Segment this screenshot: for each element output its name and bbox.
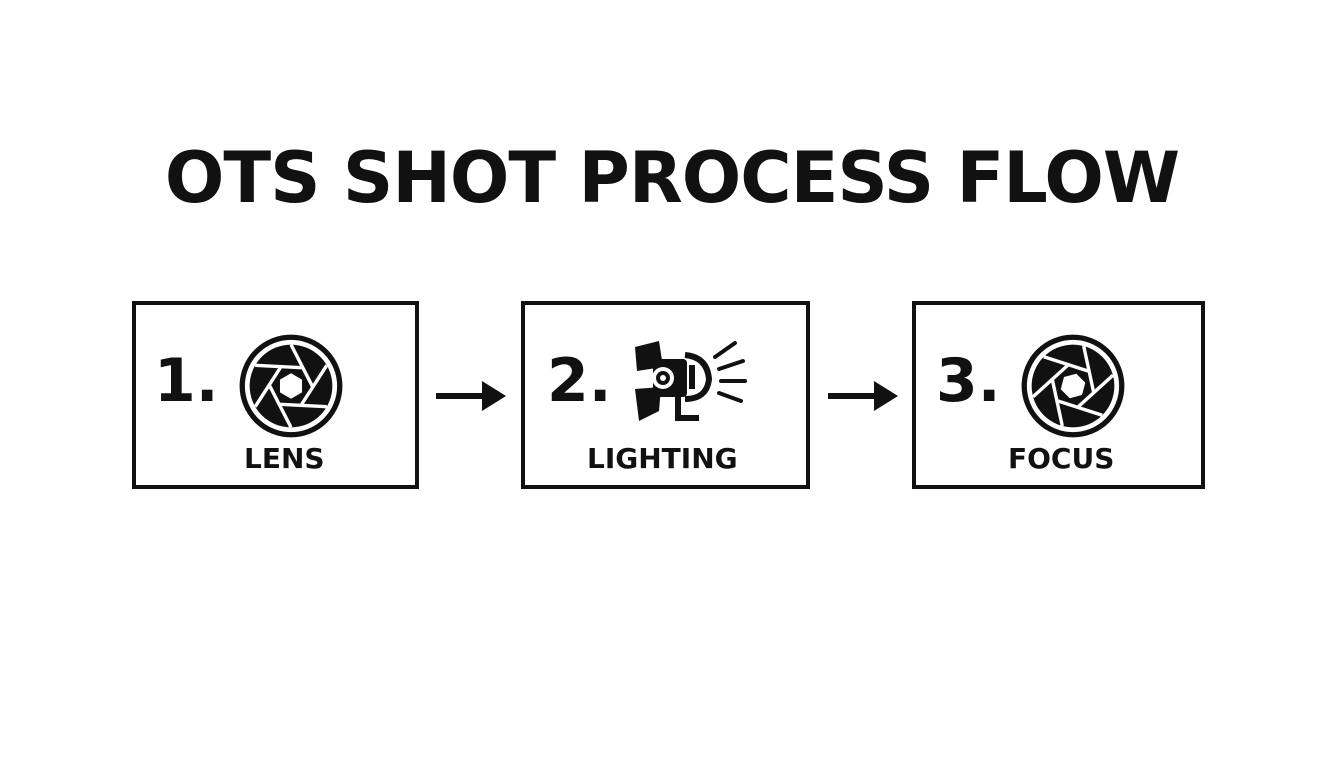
step-number: 3. <box>936 346 1001 416</box>
step-number: 2. <box>547 346 612 416</box>
arrow-right-icon <box>828 381 898 411</box>
step-box-lens: 1. LENS <box>132 301 419 489</box>
step-number: 1. <box>154 346 219 416</box>
step-label: LIGHTING <box>587 442 738 475</box>
arrow-right-icon <box>436 381 506 411</box>
aperture-icon <box>239 334 343 438</box>
spotlight-icon <box>635 341 747 421</box>
aperture-icon <box>1021 334 1125 438</box>
diagram-title: OTS SHOT PROCESS FLOW <box>164 137 1180 219</box>
step-box-focus: 3. FOCUS <box>912 301 1205 489</box>
step-label: LENS <box>244 442 325 475</box>
step-box-lighting: 2. LIGHTING <box>521 301 810 489</box>
step-label: FOCUS <box>1008 442 1115 475</box>
